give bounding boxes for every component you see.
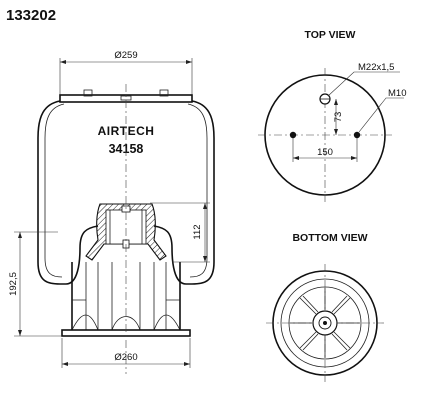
- spacing-label: 150: [317, 147, 333, 158]
- overall-height-label: 192,5: [8, 272, 19, 296]
- top-view: TOP VIEW M22x1,5 M10 73 150: [258, 29, 406, 202]
- bottom-diameter-label: Ø260: [114, 352, 137, 363]
- top-diameter-dimension: Ø259: [59, 50, 193, 95]
- part-number: 133202: [6, 7, 56, 24]
- bottom-view-title: BOTTOM VIEW: [292, 232, 367, 244]
- thread-label: M22x1,5: [358, 62, 394, 73]
- top-view-title: TOP VIEW: [305, 29, 356, 41]
- offset-label: 73: [333, 112, 344, 123]
- bottom-view: BOTTOM VIEW: [266, 232, 384, 382]
- bellow-outline: [37, 100, 215, 285]
- stud-left: [289, 131, 297, 139]
- top-diameter-label: Ø259: [114, 50, 137, 61]
- bottom-ribs: [290, 288, 360, 358]
- side-view: Ø259 AIRTECH 34158: [8, 50, 215, 374]
- piston-height-dimension: 112: [150, 202, 210, 263]
- brand-label: AIRTECH: [98, 124, 155, 138]
- stud-label: M10: [388, 88, 406, 99]
- piston-height-label: 112: [192, 224, 203, 239]
- stud-right: [353, 131, 361, 139]
- bellow-inner-outline: [44, 103, 208, 278]
- overall-height-dimension: 192,5: [8, 231, 62, 337]
- bottom-diameter-dimension: Ø260: [61, 338, 191, 368]
